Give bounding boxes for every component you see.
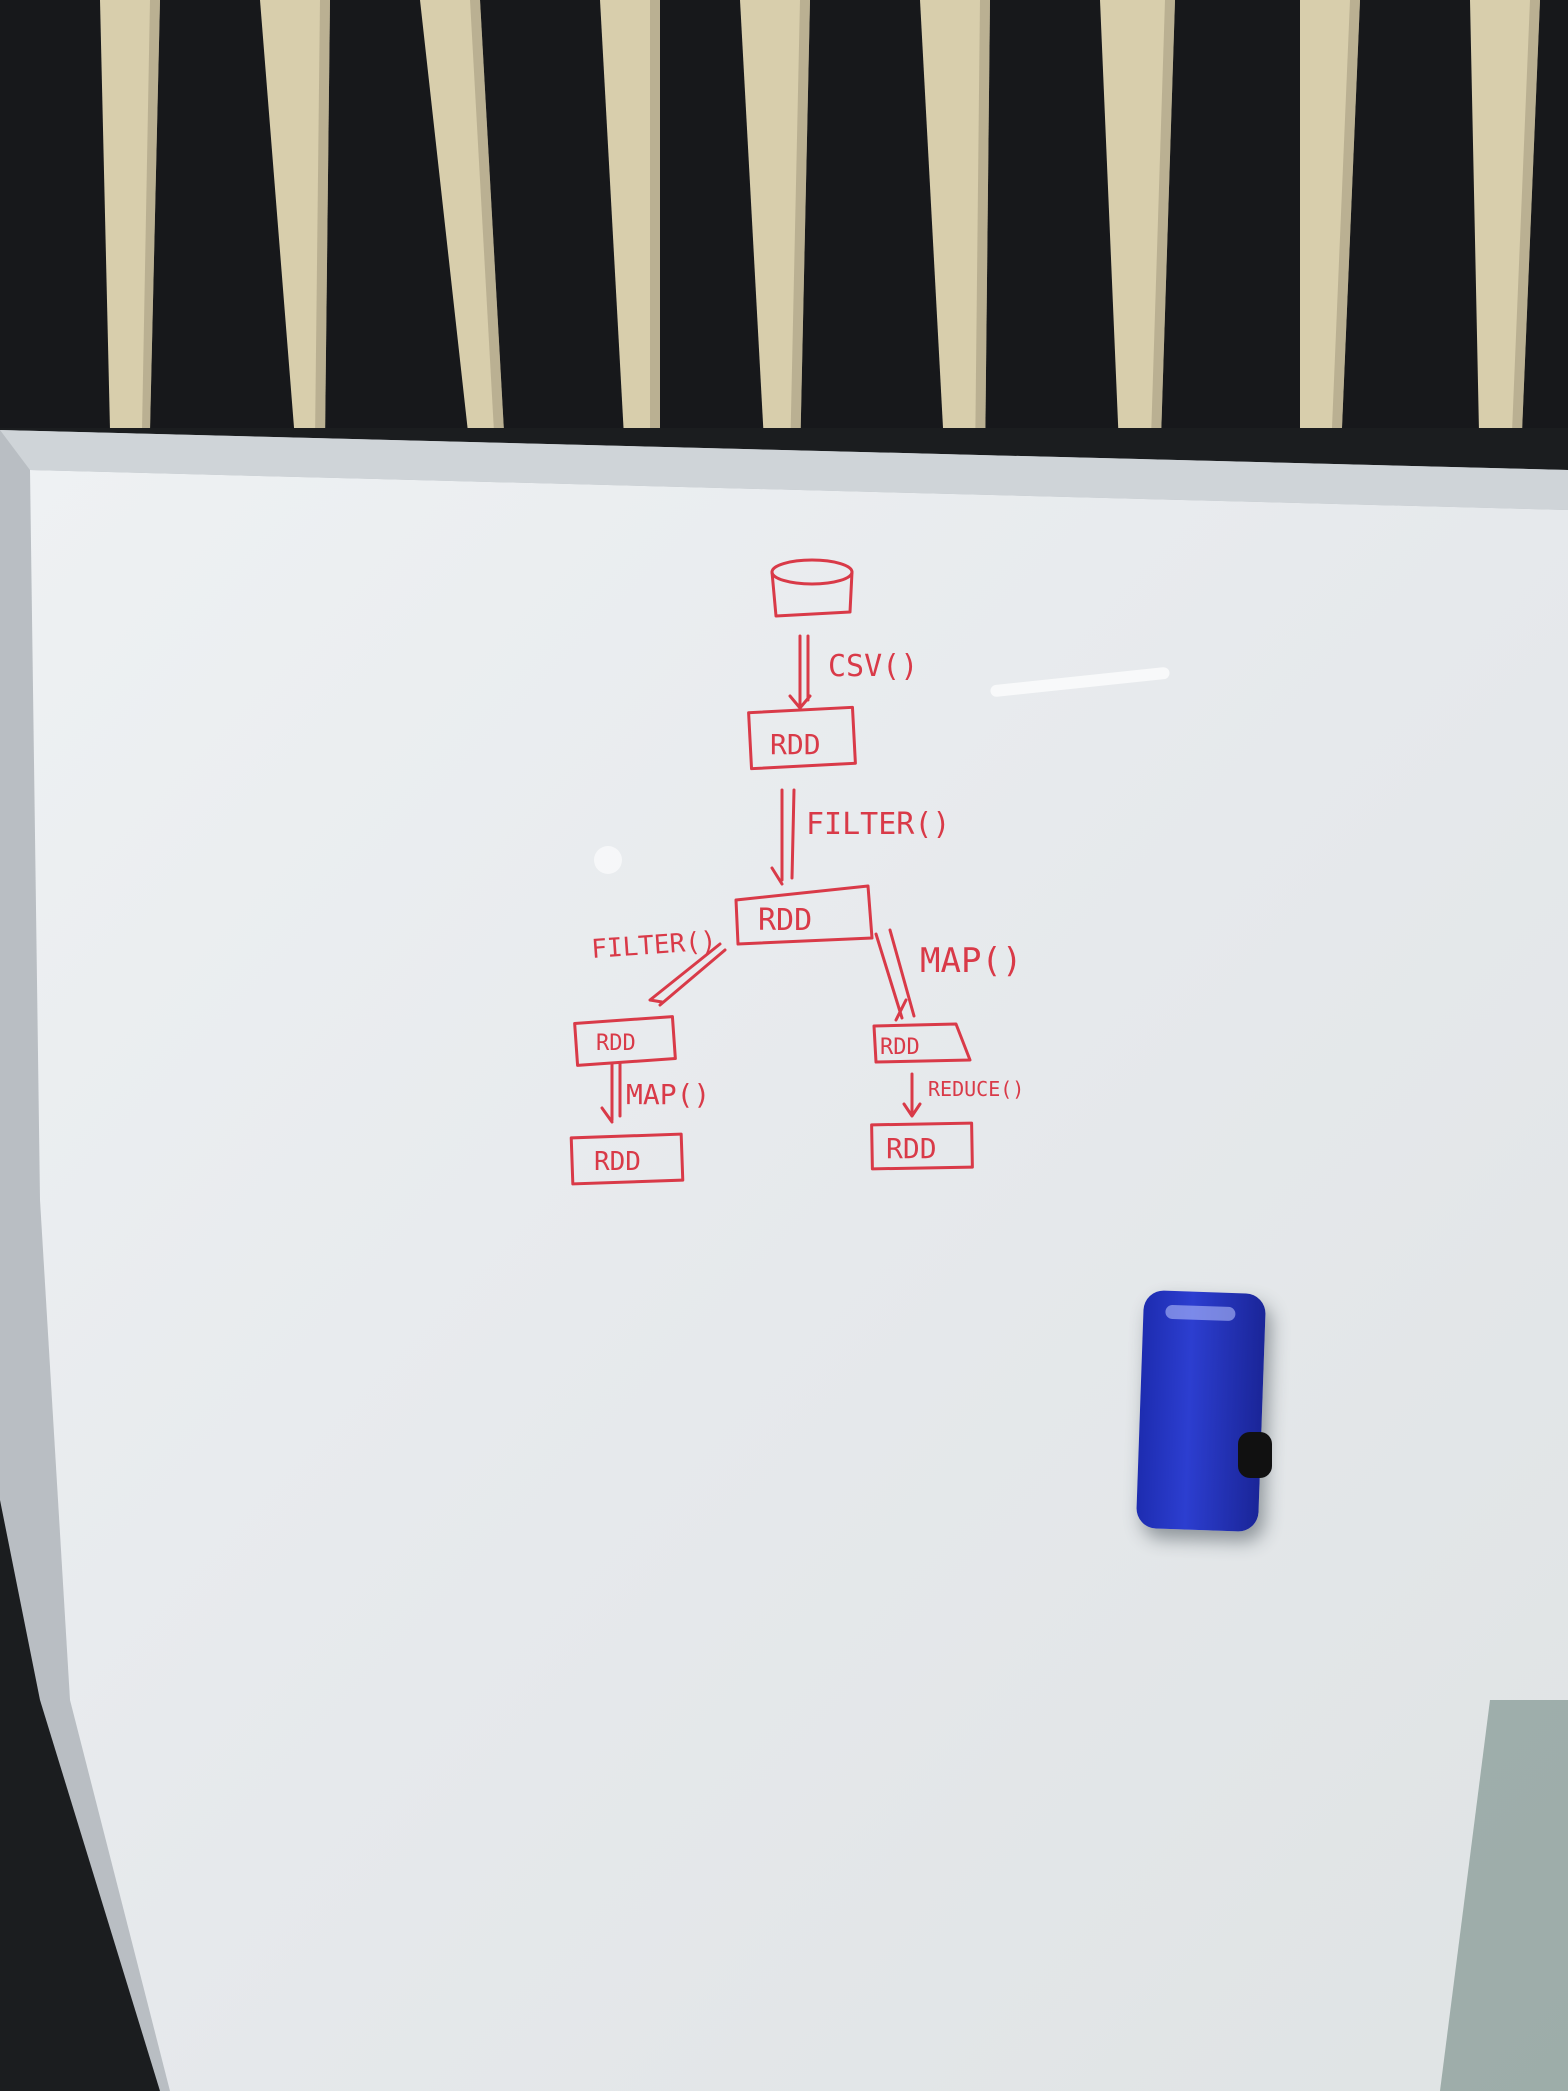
rdd-label: RDD [758,903,812,938]
whiteboard [0,428,1568,2091]
rdd-label: RDD [594,1147,641,1177]
edge-label-csv: CSV() [828,649,918,684]
rdd-node [573,1015,677,1067]
eraser-magnet [1238,1432,1272,1478]
rdd-node [734,884,874,946]
rdd-label: RDD [880,1035,920,1060]
rdd-node [747,705,857,771]
rdd-label: RDD [770,728,821,761]
eraser-highlight [1165,1304,1236,1322]
rdd-node [870,1121,974,1171]
rdd-node [569,1132,685,1186]
edge-label-filter: FILTER() [806,807,951,842]
edge-label-map: MAP() [920,941,1022,981]
rdd-label: RDD [886,1132,937,1165]
rdd-label: RDD [596,1031,636,1056]
rdd-node [872,1022,972,1064]
edge-label-reduce: REDUCE() [928,1077,1024,1101]
edge-label-filter: FILTER() [590,926,717,965]
edge-label-map: MAP() [626,1078,710,1111]
database-icon [770,558,854,618]
magnetic-eraser [1135,1289,1267,1533]
